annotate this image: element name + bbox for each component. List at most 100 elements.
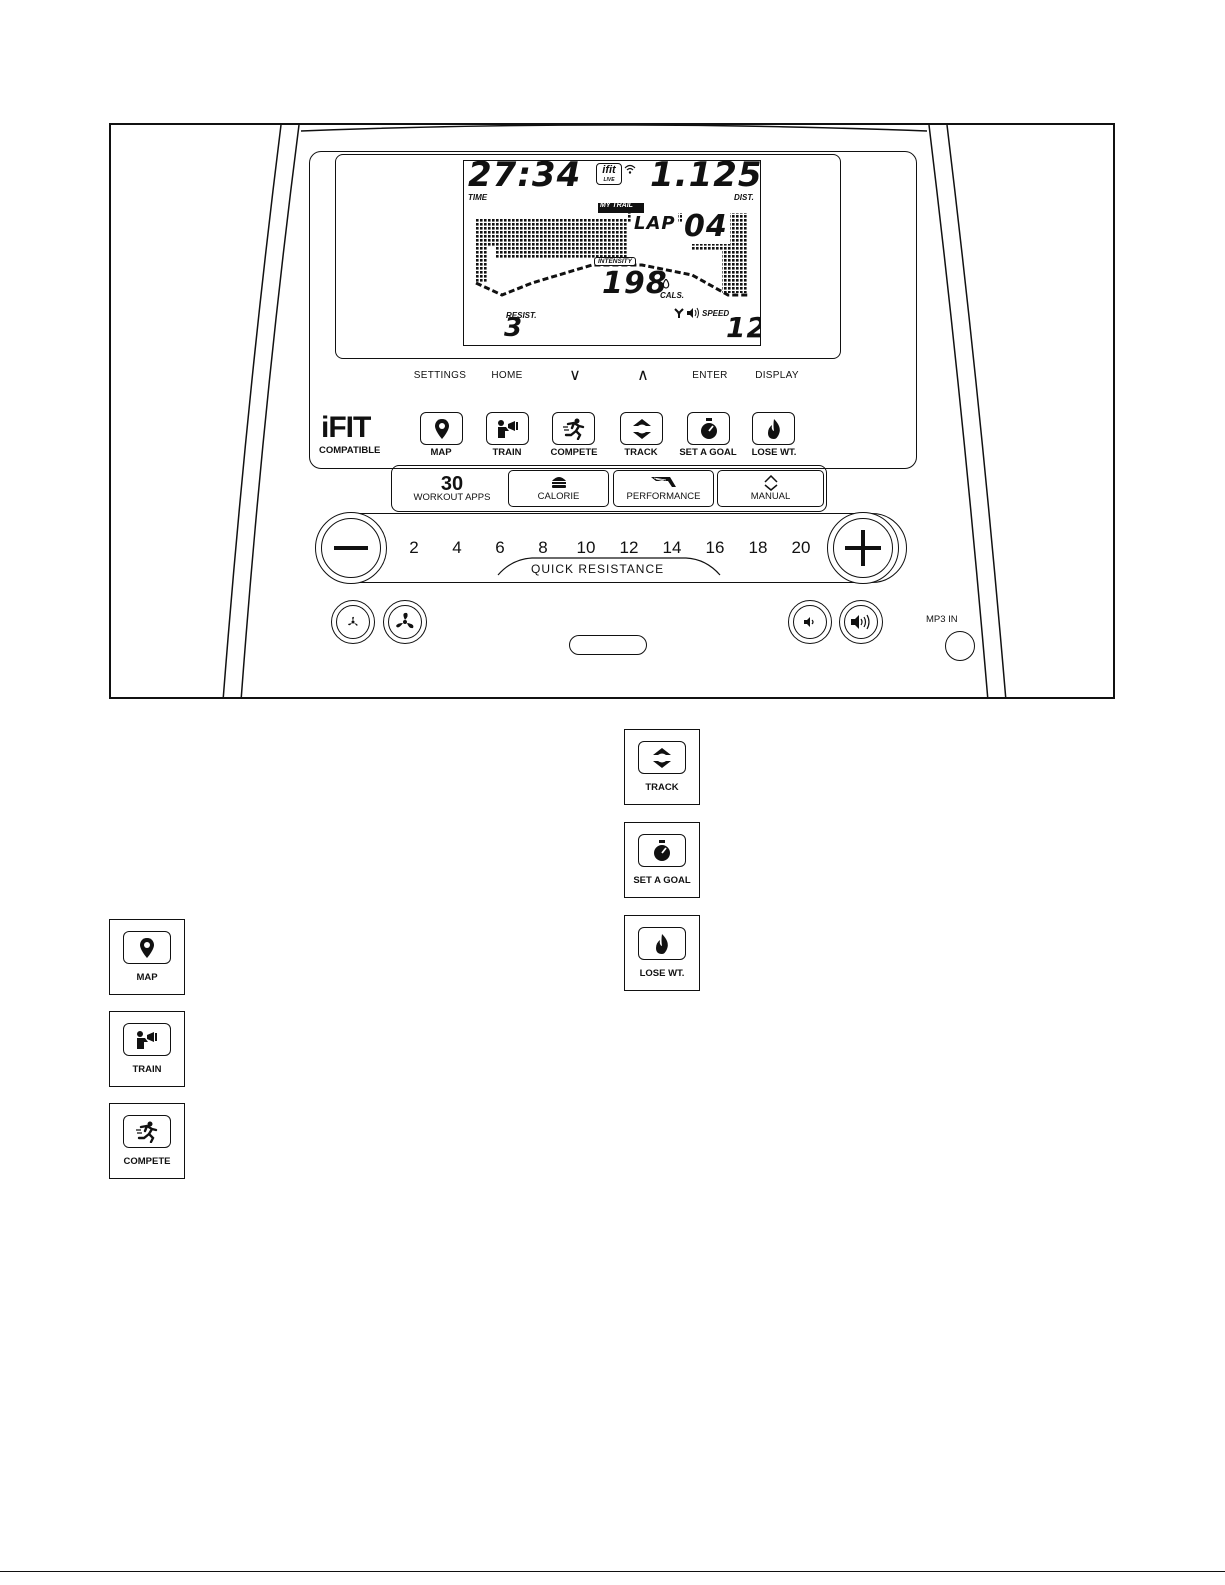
mp3-in-jack[interactable] [945, 631, 975, 661]
set-a-goal-button[interactable] [687, 412, 730, 445]
train-button[interactable] [486, 412, 529, 445]
lose-wt-label: LOSE WT. [751, 447, 797, 458]
compete-callout-label: COMPETE [123, 1156, 171, 1167]
lose-wt-button[interactable] [752, 412, 795, 445]
time-label: TIME [468, 193, 488, 202]
home-button[interactable]: HOME [491, 370, 523, 381]
train-label: TRAIN [492, 447, 522, 458]
trainer-megaphone-icon [137, 1030, 157, 1049]
volume-down-button[interactable] [788, 600, 832, 644]
volume-up-icon [851, 614, 870, 630]
track-callout-label: TRACK [645, 782, 679, 793]
resistance-label: RESIST. [506, 311, 537, 320]
train-callout-label: TRAIN [132, 1064, 162, 1075]
compete-callout: COMPETE [109, 1103, 185, 1179]
ifit-logo: iFIT [321, 411, 371, 444]
quick-resistance-level-16[interactable]: 16 [705, 538, 725, 557]
resistance-decrease-button[interactable] [315, 512, 387, 584]
quick-resistance-level-14[interactable]: 14 [662, 538, 682, 557]
map-pin-icon [434, 418, 449, 439]
performance-label: PERFORMANCE [626, 491, 701, 502]
workout-apps-count: 30 WORKOUT APPS [396, 470, 508, 507]
track-callout-button [638, 741, 686, 774]
fan-low-icon [348, 616, 358, 626]
quick-resistance-level-10[interactable]: 10 [576, 538, 596, 557]
resistance-increase-button[interactable] [827, 512, 899, 584]
workout-apps-label: WORKOUT APPS [413, 492, 491, 503]
mp3-in-label: MP3 IN [926, 614, 958, 625]
quick-resistance-level-20[interactable]: 20 [791, 538, 811, 557]
lose-wt-callout-button [638, 927, 686, 960]
track-callout: TRACK [624, 729, 700, 805]
flame-small-icon [662, 279, 670, 289]
fan-volume-indicator-icon [674, 307, 699, 319]
track-button[interactable] [620, 412, 663, 445]
quick-resistance-level-2[interactable]: 2 [409, 538, 419, 557]
set-a-goal-callout-label: SET A GOAL [633, 875, 691, 886]
stopwatch-icon [654, 839, 670, 861]
down-arrow-button[interactable]: ∨ [569, 367, 581, 384]
wing-icon [651, 477, 676, 487]
volume-up-button[interactable] [839, 600, 883, 644]
quick-resistance-level-12[interactable]: 12 [619, 538, 639, 557]
lcd-screen: 27:34 TIME ifit LIVE 1.125 DIST. MY TRAI… [463, 160, 761, 346]
lose-wt-callout-label: LOSE WT. [639, 968, 685, 979]
console-panel: 27:34 TIME ifit LIVE 1.125 DIST. MY TRAI… [109, 123, 1115, 699]
ifit-live-badge: ifit LIVE [596, 163, 622, 185]
compete-label: COMPETE [550, 447, 598, 458]
intensity-label: INTENSITY [594, 257, 636, 266]
set-a-goal-label: SET A GOAL [679, 447, 737, 458]
trainer-megaphone-icon [497, 419, 518, 438]
calorie-label: CALORIE [537, 491, 580, 502]
ifit-badge-text: ifit [602, 164, 616, 176]
minus-icon [334, 546, 368, 550]
performance-workout-button[interactable]: PERFORMANCE [613, 470, 714, 507]
set-a-goal-callout: SET A GOAL [624, 822, 700, 898]
track-arrows-icon [632, 418, 651, 439]
track-label: TRACK [624, 447, 658, 458]
train-callout-button [123, 1023, 171, 1056]
map-callout-label: MAP [136, 972, 158, 983]
plus-icon [845, 530, 881, 566]
speed-label: SPEED [702, 309, 730, 318]
manual-workout-button[interactable]: MANUAL [717, 470, 824, 507]
quick-resistance-level-8[interactable]: 8 [538, 538, 548, 557]
up-down-arrows-icon [764, 475, 778, 491]
page-bottom-rule [0, 1571, 1225, 1572]
quick-resistance-level-4[interactable]: 4 [452, 538, 462, 557]
lap-text: LAP [632, 213, 678, 234]
set-a-goal-callout-button [638, 834, 686, 867]
quick-resistance-level-6[interactable]: 6 [495, 538, 505, 557]
track-arrows-icon [653, 747, 671, 768]
manual-label: MANUAL [750, 491, 791, 502]
settings-button[interactable]: SETTINGS [413, 370, 467, 381]
runner-icon [562, 418, 584, 440]
my-trail-label: MY TRAIL [600, 202, 633, 209]
fan-high-button[interactable] [383, 600, 427, 644]
lose-wt-callout: LOSE WT. [624, 915, 700, 991]
wifi-icon [624, 164, 636, 174]
up-arrow-button[interactable]: ∧ [637, 367, 649, 384]
fan-low-button[interactable] [331, 600, 375, 644]
display-housing [309, 151, 917, 469]
display-button[interactable]: DISPLAY [755, 370, 799, 381]
compete-callout-button [123, 1115, 171, 1148]
calories-readout: 198 [602, 266, 668, 301]
speed-readout: 12 [726, 311, 760, 344]
console-outline [222, 125, 1007, 697]
time-readout: 27:34 [468, 160, 582, 195]
map-pin-icon [140, 937, 154, 958]
quick-resistance-level-18[interactable]: 18 [748, 538, 768, 557]
lap-number: 04 [682, 209, 730, 244]
fan-high-icon [396, 612, 414, 629]
compete-button[interactable] [552, 412, 595, 445]
quick-resistance-title: QUICK RESISTANCE [531, 562, 665, 576]
flame-icon [656, 933, 668, 954]
calorie-workout-button[interactable]: CALORIE [508, 470, 609, 507]
enter-button[interactable]: ENTER [692, 370, 728, 381]
tablet-holder-slot [569, 635, 647, 655]
workout-count: 30 [440, 473, 464, 495]
map-callout: MAP [109, 919, 185, 995]
map-button[interactable] [420, 412, 463, 445]
runner-icon [136, 1121, 158, 1143]
